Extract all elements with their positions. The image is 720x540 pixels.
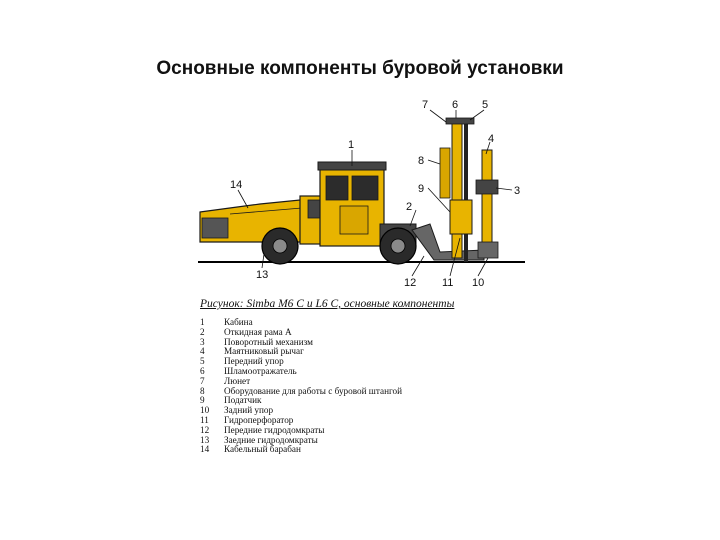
rig-rear-wheel-hub <box>272 238 288 254</box>
legend-label: Заедние гидродомкраты <box>224 434 318 445</box>
legend-num: 2 <box>200 326 205 337</box>
callout-5: 5 <box>482 99 488 111</box>
callout-11: 11 <box>442 277 453 289</box>
rig-pendulum-arm <box>481 149 493 257</box>
legend-label: Передний упор <box>224 356 284 367</box>
callout-3: 3 <box>514 185 520 197</box>
legend-item: 1 Кабина <box>200 317 402 328</box>
legend-num: 14 <box>200 444 210 455</box>
legend-num: 11 <box>200 414 209 425</box>
legend-num: 4 <box>200 346 205 357</box>
legend-label: Гидроперфоратор <box>224 414 294 425</box>
callout-9: 9 <box>418 183 424 195</box>
legend-label: Откидная рама А <box>224 326 292 337</box>
callout-10: 10 <box>472 277 484 289</box>
legend-label: Передние гидродомкраты <box>224 424 325 435</box>
rig-front-stop <box>445 117 475 125</box>
rig-rear-grille <box>201 217 229 239</box>
legend-num: 10 <box>200 405 210 416</box>
rig-mid-equipment <box>307 199 321 219</box>
callout-13: 13 <box>256 269 268 281</box>
legend-label: Задний упор <box>224 405 274 416</box>
rig-front-wheel-hub <box>390 238 406 254</box>
legend-item: 3 Поворотный механизм <box>200 336 402 348</box>
page-title: Основные компоненты буровой установки <box>156 58 564 79</box>
legend-num: 1 <box>200 317 205 327</box>
legend-label: Кабельный барабан <box>224 444 301 455</box>
legend-label: Поворотный механизм <box>224 336 313 347</box>
legend-item: 5 Передний упор <box>200 356 402 367</box>
rig-cabin-window-right <box>351 175 379 201</box>
legend-item: 8 Оборудование для работы с буровой штанг… <box>200 385 403 397</box>
legend-num: 9 <box>200 395 205 406</box>
callout-2: 2 <box>406 201 412 213</box>
legend-num: 13 <box>200 434 210 445</box>
rig-cabin-window-left <box>325 175 349 201</box>
legend-num: 12 <box>200 424 210 435</box>
callout-6: 6 <box>452 99 458 111</box>
legend-item: 14 Кабельный барабан <box>200 445 402 455</box>
legend-label: Податчик <box>224 395 262 406</box>
rig-rear-stop <box>477 241 499 259</box>
legend-item: 4 Маятниковый рычаг <box>200 347 402 357</box>
callout-4: 4 <box>488 133 494 145</box>
rig-boom <box>411 223 485 261</box>
callout-1: 1 <box>348 139 354 151</box>
legend-label: Кабина <box>224 317 253 327</box>
rig-rock-drill <box>449 199 473 235</box>
drill-rig-diagram: 1 2 3 4 5 6 7 8 9 10 11 12 13 14 <box>198 99 525 289</box>
legend-label: Оборудование для работы с буровой штанго… <box>224 385 403 396</box>
figure-caption: Рисунок: Simba M6 C и L6 C, основные ком… <box>200 298 455 310</box>
legend-num: 8 <box>200 385 205 396</box>
legend-item: 10 Задний упор <box>200 405 402 416</box>
legend-item: 11 Гидроперфоратор <box>200 414 402 426</box>
legend-item: 13 Заедние гидродомкраты <box>200 434 402 446</box>
callout-8: 8 <box>418 155 424 167</box>
legend-num: 7 <box>200 375 205 386</box>
callout-7: 7 <box>422 99 428 111</box>
callout-12: 12 <box>404 277 416 289</box>
legend-label: Люнет <box>224 375 251 386</box>
legend-num: 5 <box>200 356 205 367</box>
rig-feed-beam <box>451 121 463 259</box>
rig-body-stripe <box>229 207 303 215</box>
callout-leaders <box>237 109 513 277</box>
rig-cabin-panel <box>339 205 369 235</box>
rig-drill-rod <box>464 120 468 262</box>
rig-rotation-unit <box>475 179 499 195</box>
rig-rod-handling <box>439 147 451 199</box>
legend-label: Шламоотражатель <box>224 365 297 376</box>
legend-item: 9 Податчик <box>200 396 402 406</box>
legend-num: 6 <box>200 365 205 376</box>
legend-label: Маятниковый рычаг <box>224 346 304 357</box>
callout-14: 14 <box>230 179 242 191</box>
legend-item: 6 Шламоотражатель <box>200 365 402 377</box>
legend-item: 2 Откидная рама А <box>200 326 402 338</box>
legend-num: 3 <box>200 336 205 347</box>
component-legend: 1 Кабина 2 Откидная рама А 3 Поворотный мех… <box>200 317 403 455</box>
legend-item: 7 Люнет <box>200 375 402 387</box>
legend-item: 12 Передние гидродомкраты <box>200 424 402 436</box>
